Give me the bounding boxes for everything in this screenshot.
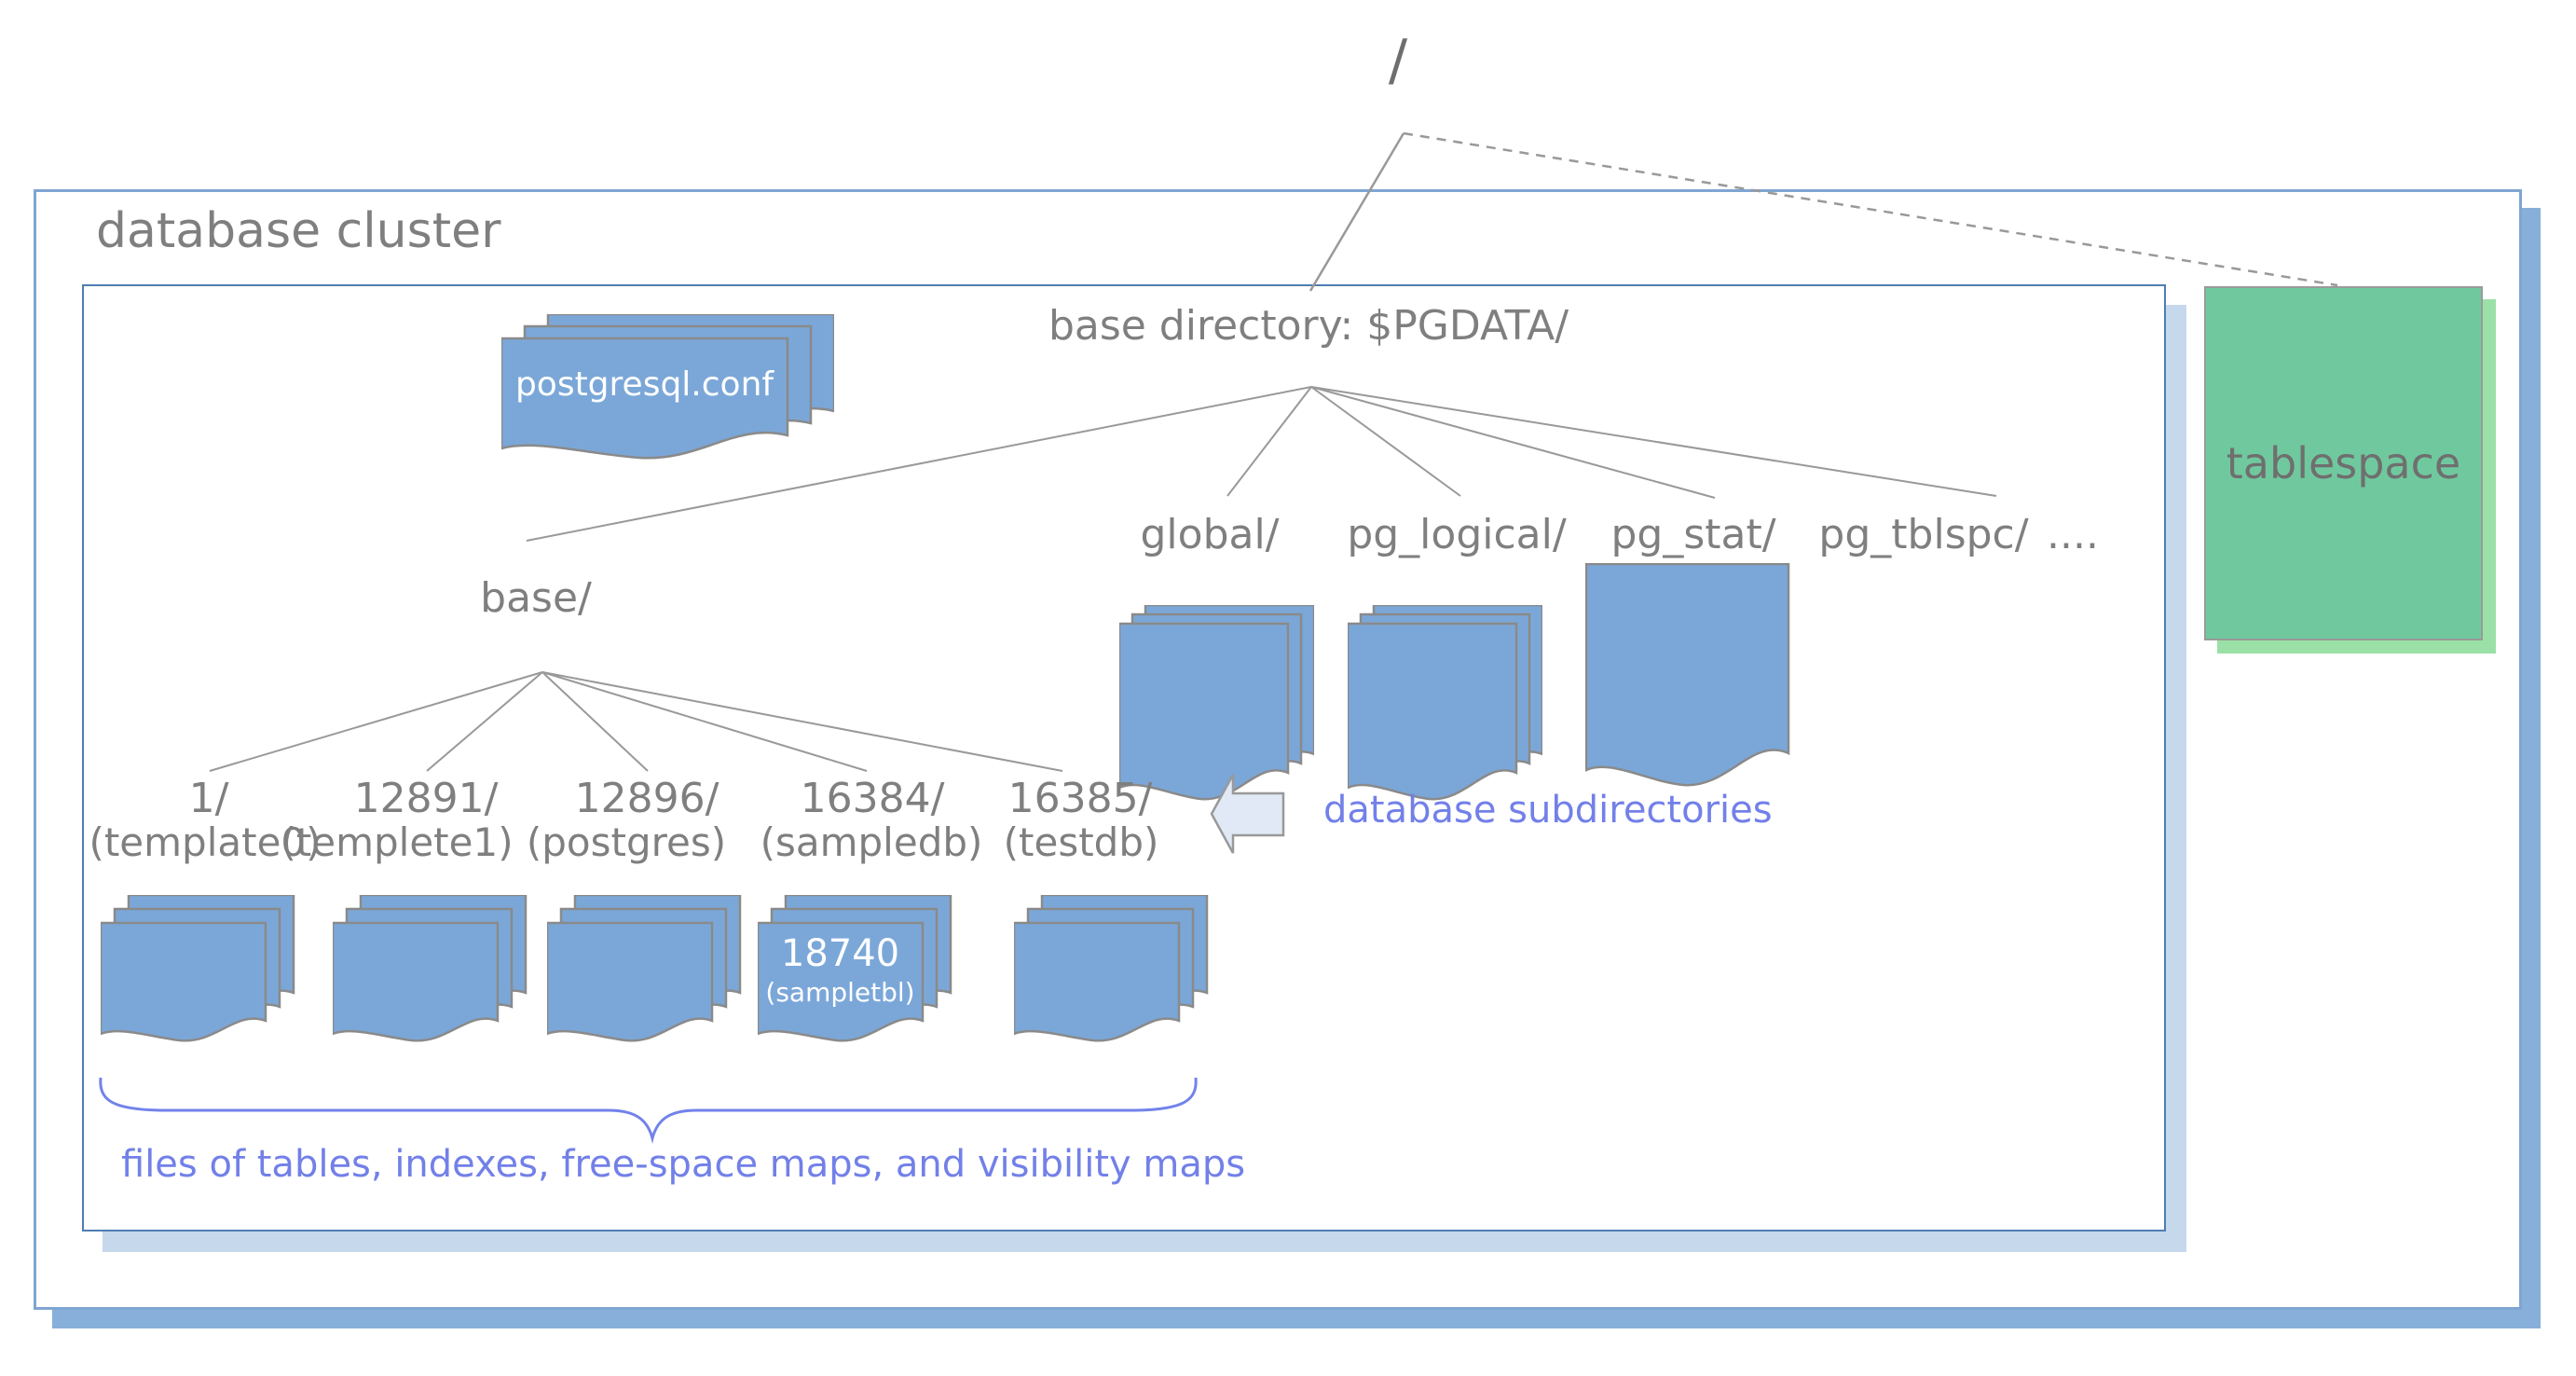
dir-label-pg-tblspc: pg_tblspc/ <box>1818 511 2029 558</box>
files-brace-note: files of tables, indexes, free-space map… <box>121 1143 1246 1186</box>
postgresql-conf-label: postgresql.conf <box>514 365 774 404</box>
subdir-name-testdb: (testdb) <box>1003 819 1159 865</box>
database-cluster-box <box>34 189 2522 1310</box>
database-cluster-title: database cluster <box>96 203 501 259</box>
file-stack-template0 <box>101 895 295 1046</box>
global-dir-stack <box>1119 605 1314 803</box>
tablespace-label: tablespace <box>2226 438 2461 488</box>
document-stack-icon <box>101 895 295 1042</box>
subdir-id-template0: 1/ <box>188 775 229 822</box>
dir-label-ellipsis: .... <box>2047 511 2099 558</box>
subdir-name-template0: (template0) <box>89 819 322 865</box>
database-subdirectories-note: database subdirectories <box>1323 789 1773 832</box>
document-stack-icon <box>1014 895 1209 1042</box>
file-stack-testdb <box>1014 895 1209 1046</box>
document-stack-icon <box>547 895 742 1042</box>
file-stack-postgres <box>547 895 742 1046</box>
table-file-id: 18740 <box>780 932 900 975</box>
table-file-name: (sampletbl) <box>765 977 915 1008</box>
subdir-id-postgres: 12896/ <box>574 775 719 822</box>
subdir-name-templete1: (templete1) <box>281 819 514 865</box>
document-icon <box>1585 563 1790 787</box>
document-stack-icon <box>1119 605 1314 801</box>
file-stack-templete1 <box>333 895 528 1046</box>
document-stack-icon <box>1348 605 1542 801</box>
filesystem-root-label: / <box>1388 28 1408 93</box>
document-stack-icon <box>758 895 952 1042</box>
document-stack-icon <box>333 895 528 1042</box>
dir-label-pg-logical: pg_logical/ <box>1347 511 1567 558</box>
dir-label-pg-stat: pg_stat/ <box>1610 511 1776 558</box>
dir-label-global: global/ <box>1140 511 1280 558</box>
pg-logical-dir-stack <box>1348 605 1542 803</box>
subdir-name-postgres: (postgres) <box>526 819 727 865</box>
base-directory-title: base directory: $PGDATA/ <box>1048 302 1569 350</box>
file-stack-sampledb <box>758 895 952 1046</box>
subdir-name-sampledb: (sampledb) <box>760 819 983 865</box>
dir-label-base: base/ <box>480 574 592 622</box>
tablespace-box: tablespace <box>2204 286 2483 640</box>
subdir-id-templete1: 12891/ <box>353 775 499 822</box>
subdir-id-testdb: 16385/ <box>1007 775 1153 822</box>
subdir-id-sampledb: 16384/ <box>800 775 945 822</box>
pg-stat-dir-stack <box>1585 563 1792 794</box>
